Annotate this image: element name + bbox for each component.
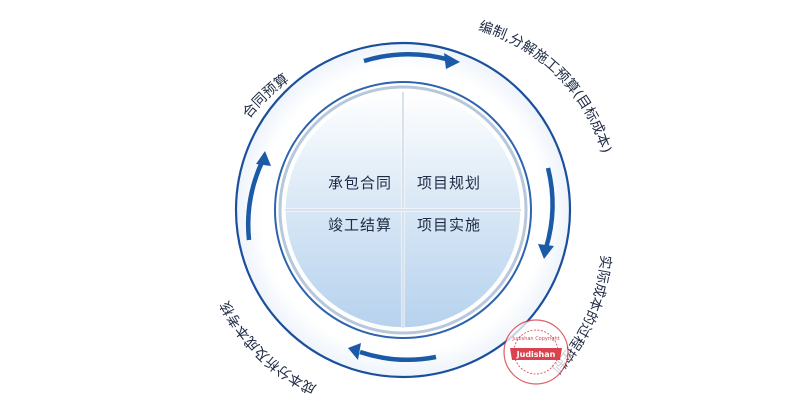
arrow-bottom <box>359 349 437 362</box>
stamp-ring-text: Judishan Copyright <box>511 336 559 342</box>
quadrant-settlement: 竣工结算 <box>328 216 392 234</box>
stamp-main-text: Judishan <box>516 350 556 359</box>
quadrant-dividers <box>285 92 521 328</box>
arrow-bottom-head <box>348 343 361 360</box>
arrow-left <box>246 161 265 241</box>
arrow-left-head <box>256 151 271 166</box>
copyright-stamp: Judishan Judishan Copyright <box>503 319 569 385</box>
arrow-heads <box>256 53 554 360</box>
arrow-top <box>363 51 451 64</box>
arrow-top-head <box>444 53 460 69</box>
quadrant-contract: 承包合同 <box>328 174 392 192</box>
quadrant-implementation: 项目实施 <box>417 216 481 234</box>
arrow-right-head <box>538 244 554 259</box>
arrow-right <box>543 167 555 249</box>
quadrant-planning: 项目规划 <box>417 174 481 192</box>
cycle-arrows <box>246 51 555 362</box>
inner-ring-shadow <box>278 85 528 335</box>
